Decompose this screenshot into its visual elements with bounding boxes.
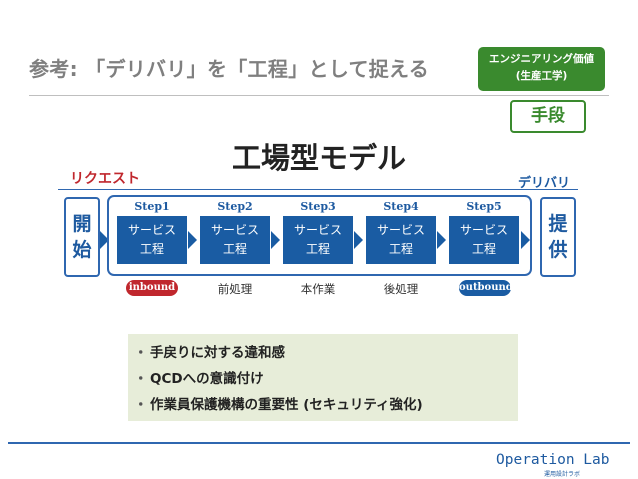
step-label: Step3 — [300, 200, 336, 213]
flow-arrow-icon — [271, 231, 280, 249]
end-arrow-icon — [521, 231, 530, 249]
badge-line-1: エンジニアリング価値 — [489, 53, 594, 65]
list-item: ・手戻りに対する違和感 — [134, 340, 518, 366]
slide-title: 参考: 「デリバリ」を「工程」として捉える — [29, 57, 430, 81]
step-box-line-1: サービス — [459, 223, 508, 237]
step-label: Step1 — [134, 200, 170, 213]
engineering-value-badge: エンジニアリング価値 (生産工学) — [478, 47, 605, 91]
step-box-line-2: 工程 — [139, 242, 164, 256]
phase-main-label: 本作業 — [300, 282, 336, 296]
delivery-char-2: 供 — [548, 239, 568, 261]
bullet-text: 作業員保護機構の重要性 (セキュリティ強化) — [150, 397, 423, 413]
phase-pre-label: 前処理 — [217, 282, 253, 296]
bullet-text: 手戻りに対する違和感 — [150, 345, 285, 361]
step-box-line-1: サービス — [210, 223, 259, 237]
start-arrow-icon — [100, 231, 109, 249]
start-char-2: 始 — [72, 239, 92, 261]
flow-arrow-icon — [188, 231, 197, 249]
means-box: 手段 — [510, 100, 586, 133]
outbound-tag: outbound — [459, 280, 513, 296]
service-step-box: サービス 工程 — [117, 216, 187, 264]
service-step-box: サービス 工程 — [200, 216, 270, 264]
service-step-box: サービス 工程 — [366, 216, 436, 264]
bullet-list: ・手戻りに対する違和感 ・QCDへの意識付け ・作業員保護機構の重要性 (セキュ… — [128, 334, 518, 421]
title-divider — [29, 95, 609, 96]
delivery-label: デリバリ — [518, 176, 571, 191]
step-label: Step4 — [383, 200, 419, 213]
service-step-box: サービス 工程 — [449, 216, 519, 264]
flow-arrow-icon — [354, 231, 363, 249]
brand-logo: Operation Lab — [496, 452, 610, 468]
step-box-line-2: 工程 — [305, 242, 330, 256]
brand-subtitle: 運用設計ラボ — [544, 471, 581, 478]
bullet-dot-icon: ・ — [134, 371, 148, 387]
bullet-dot-icon: ・ — [134, 345, 148, 361]
start-box: 開 始 — [64, 197, 100, 277]
bullet-dot-icon: ・ — [134, 397, 148, 413]
step-box-line-1: サービス — [293, 223, 342, 237]
diagram-title: 工場型モデル — [231, 141, 406, 175]
step-label: Step5 — [466, 200, 502, 213]
service-step-box: サービス 工程 — [283, 216, 353, 264]
start-char-1: 開 — [72, 213, 92, 235]
step-box-line-2: 工程 — [222, 242, 247, 256]
step-box-line-1: サービス — [376, 223, 425, 237]
request-label: リクエスト — [70, 171, 140, 187]
delivery-box: 提 供 — [540, 197, 576, 277]
phase-post-label: 後処理 — [383, 282, 419, 296]
step-box-line-2: 工程 — [388, 242, 413, 256]
step-box-line-1: サービス — [127, 223, 176, 237]
delivery-char-1: 提 — [548, 213, 568, 235]
list-item: ・QCDへの意識付け — [134, 366, 518, 392]
bullet-text: QCDへの意識付け — [150, 371, 264, 387]
list-item: ・作業員保護機構の重要性 (セキュリティ強化) — [134, 392, 518, 418]
badge-line-2: (生産工学) — [515, 70, 568, 82]
flow-arrow-icon — [437, 231, 446, 249]
footer-divider — [8, 442, 630, 444]
step-box-line-2: 工程 — [471, 242, 496, 256]
inbound-tag: inbound — [126, 280, 178, 296]
request-delivery-line — [58, 189, 578, 190]
step-label: Step2 — [217, 200, 253, 213]
